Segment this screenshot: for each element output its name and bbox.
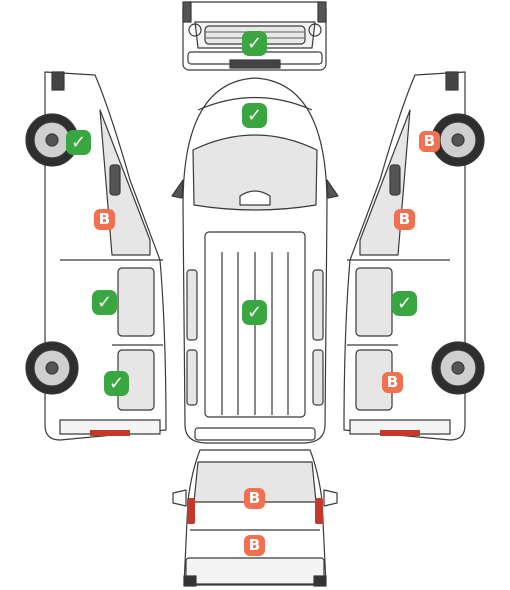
rear-bumper-b-marker[interactable]: B [244,535,265,556]
right-front-wheel-b-marker[interactable]: B [419,131,440,152]
van-top-view [171,77,339,444]
left-sliding-door-check-marker[interactable]: ✓ [92,290,117,315]
right-front-door-b-marker[interactable]: B [394,209,415,230]
van-right-side-view [343,71,485,441]
b-badge-icon: B [98,210,111,228]
check-icon: ✓ [108,372,125,394]
roof-front-check-marker[interactable]: ✓ [242,103,267,128]
roof-middle-check-marker[interactable]: ✓ [242,300,267,325]
check-icon: ✓ [246,32,263,54]
left-rear-panel-check-marker[interactable]: ✓ [104,371,129,396]
right-rear-panel-b-marker[interactable]: B [382,372,403,393]
rear-window-b-marker[interactable]: B [244,488,265,509]
b-badge-icon: B [248,489,261,507]
left-front-door-b-marker[interactable]: B [94,209,115,230]
right-sliding-door-check-marker[interactable]: ✓ [392,291,417,316]
check-icon: ✓ [246,301,263,323]
check-icon: ✓ [96,291,113,313]
check-icon: ✓ [246,104,263,126]
check-icon: ✓ [70,131,87,153]
b-badge-icon: B [423,132,436,150]
check-icon: ✓ [396,292,413,314]
b-badge-icon: B [398,210,411,228]
left-front-wheel-check-marker[interactable]: ✓ [66,130,91,155]
b-badge-icon: B [248,536,261,554]
van-rear-view [172,449,338,587]
van-left-side-view [25,71,167,441]
b-badge-icon: B [386,373,399,391]
front-grille-check-marker[interactable]: ✓ [242,31,267,56]
